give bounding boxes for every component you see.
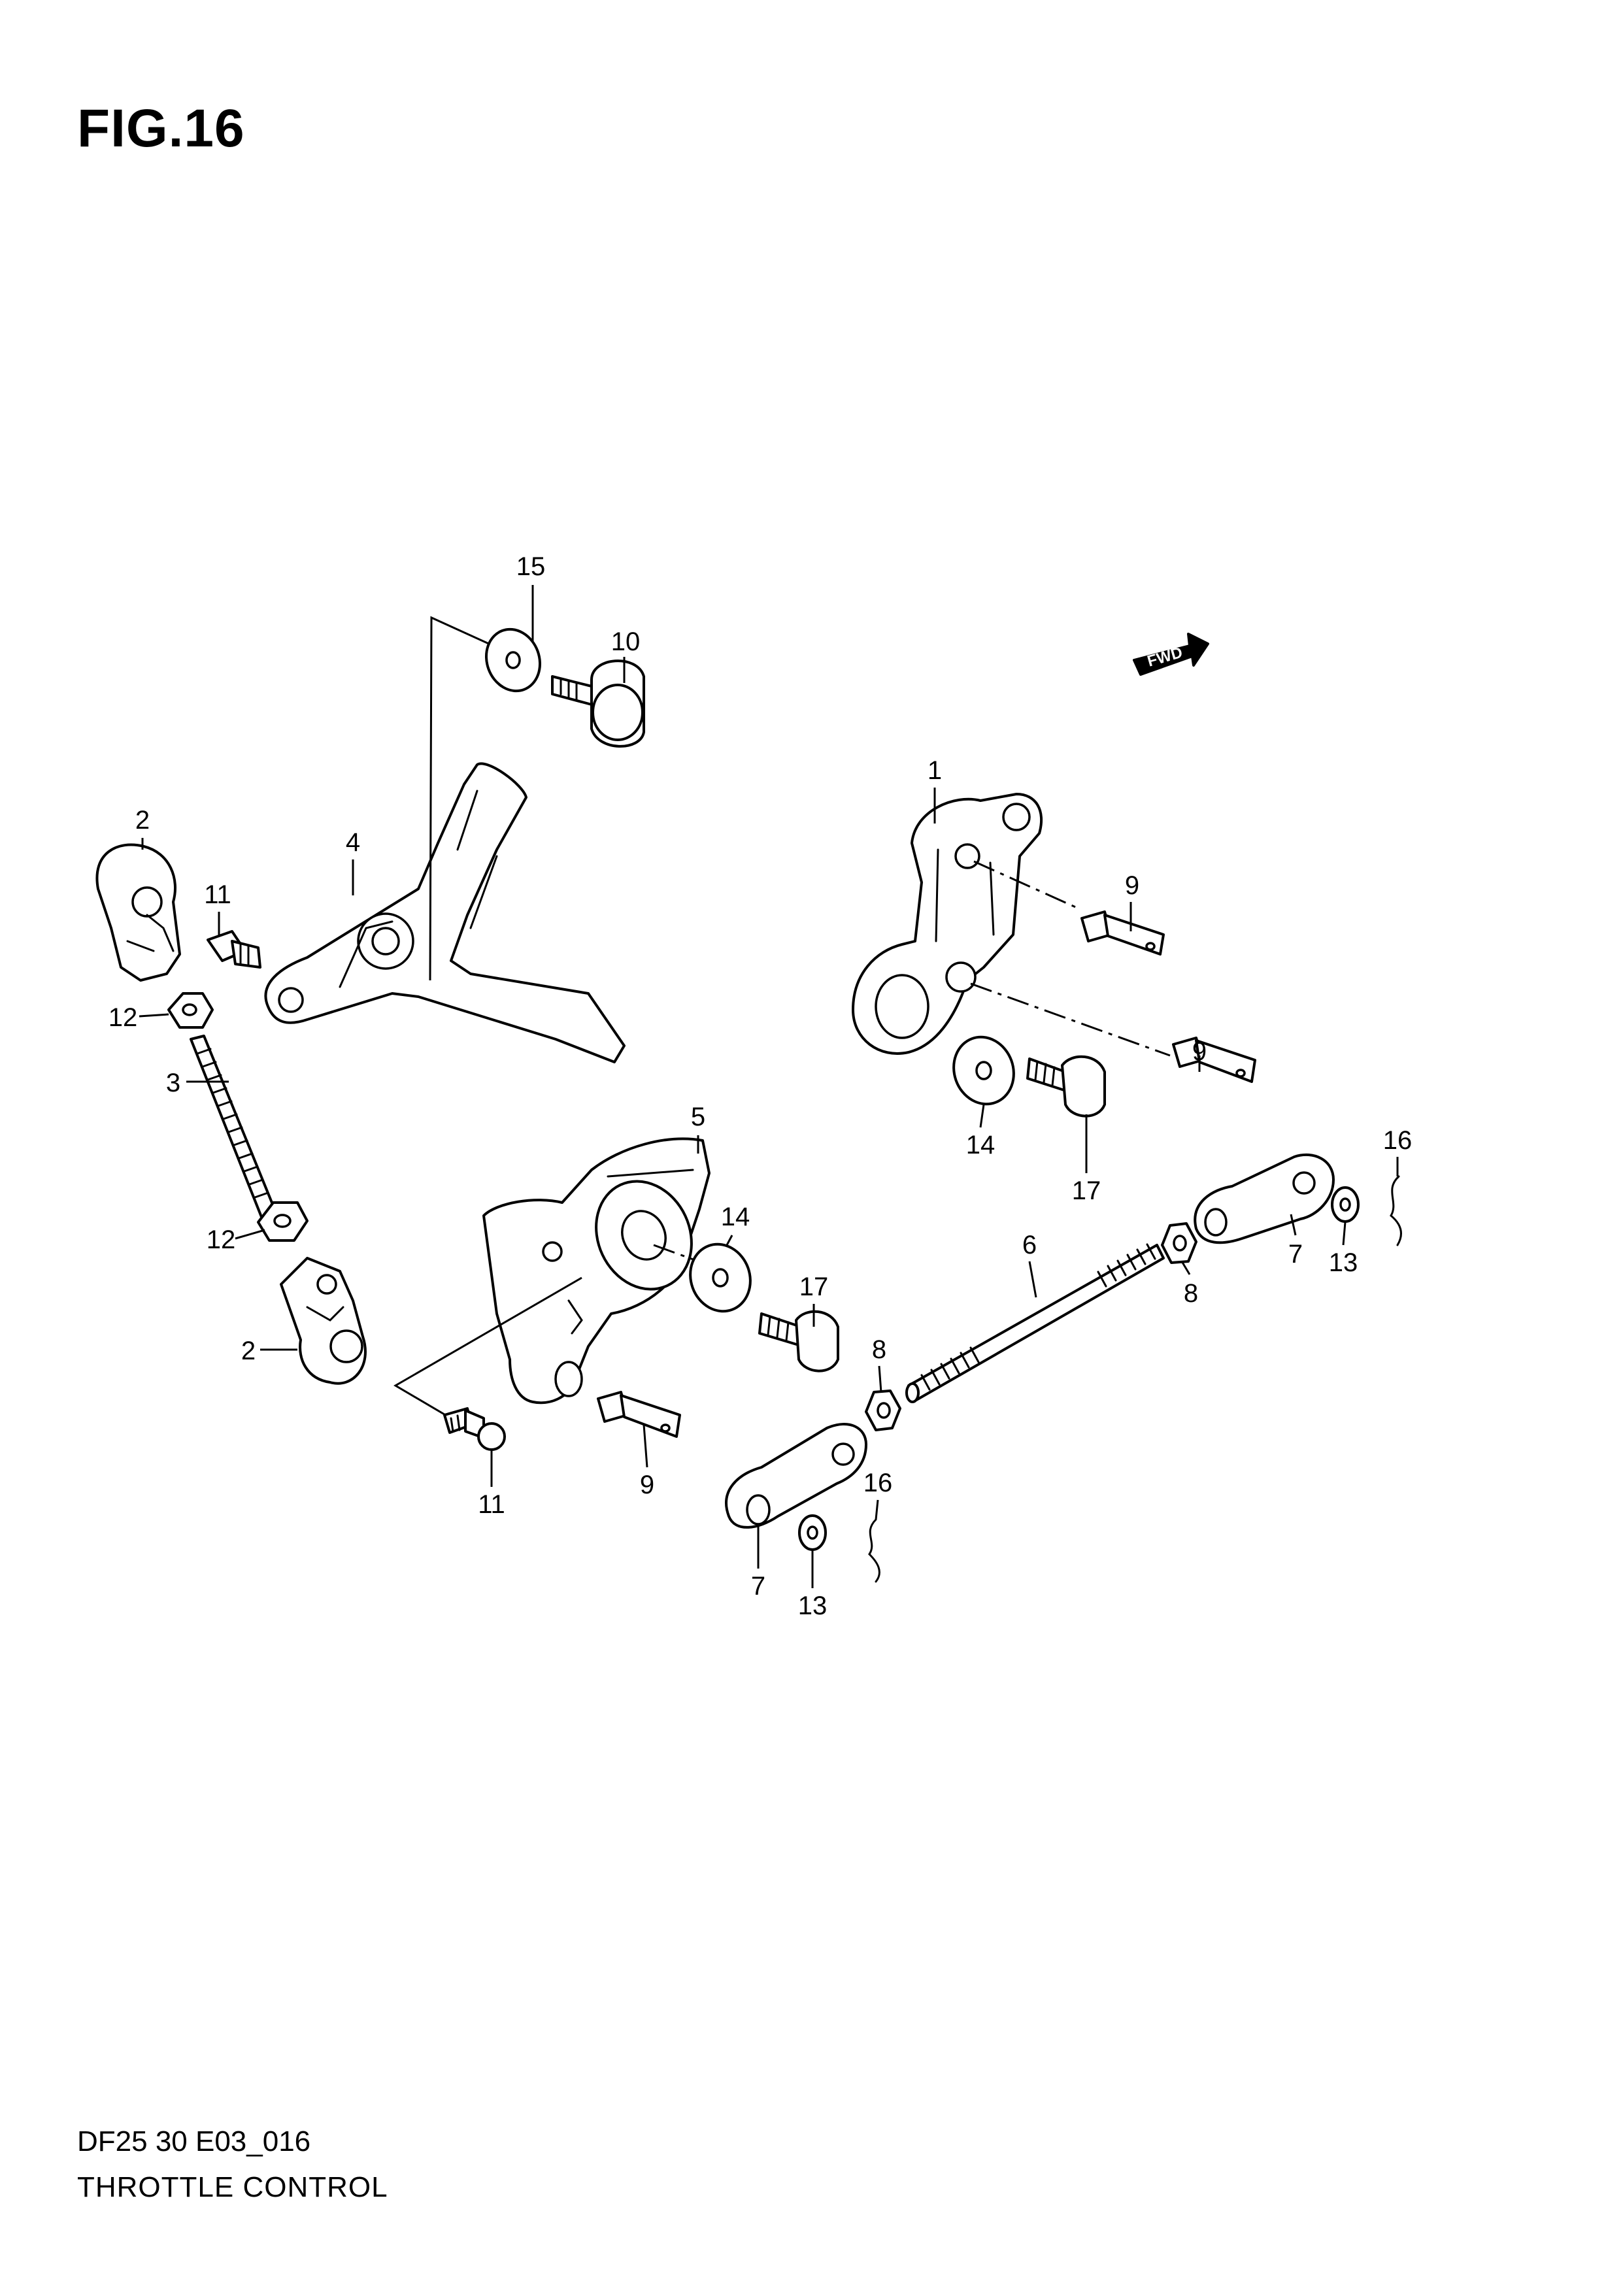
part-16-clip-lower [868,1518,880,1583]
callout-14-lower: 14 [721,1203,750,1231]
callout-9-upper: 9 [1125,871,1139,900]
part-5-bracket [482,1137,711,1405]
callout-12-upper: 12 [109,1003,138,1032]
part-17-bolt-lower [758,1310,839,1373]
axis-line-lower [970,982,1171,1057]
assembly-guide-line [429,616,490,981]
callout-2-upper: 2 [135,806,150,835]
part-10-bolt [551,659,645,748]
part-7-rod-end-upper [1194,1153,1335,1244]
axis-line-part-5 [653,1244,726,1273]
part-12-nut-upper [167,992,214,1029]
callout-13-lower: 13 [798,1591,828,1620]
part-16-clip-upper [1390,1175,1402,1246]
part-1-bracket [852,793,1043,1055]
guide-line-part-11 [393,1276,582,1420]
part-4-lever [264,762,626,1063]
part-13-washer-upper [1331,1186,1360,1223]
callout-9-lower: 9 [640,1471,654,1499]
part-8-nut-lower [865,1389,901,1431]
callout-14-upper: 14 [966,1131,996,1159]
callout-10: 10 [611,627,641,656]
part-8-nut-upper [1161,1222,1197,1264]
part-13-washer-lower [798,1514,827,1551]
callout-5: 5 [691,1103,705,1131]
figure-title: FIG.16 [77,99,245,158]
callout-8-upper: 8 [1184,1279,1198,1308]
callout-12-lower: 12 [207,1225,236,1254]
figure-name: THROTTLE CONTROL [77,2171,388,2203]
callout-4: 4 [346,828,360,857]
callout-16-lower: 16 [863,1469,893,1497]
part-6-threaded-rod [905,1243,1165,1403]
part-2-rod-end-lower [280,1257,367,1385]
axis-line-upper [973,860,1079,910]
callout-17-upper: 17 [1072,1176,1101,1205]
callout-11-lower: 11 [478,1490,505,1519]
part-9-pin-middle [1172,1037,1256,1083]
part-12-nut-lower [257,1201,309,1242]
part-15-washer [484,627,542,693]
part-14-washer-upper [952,1035,1015,1106]
callout-15: 15 [516,552,546,581]
callout-labels: 15 10 1 2 4 11 12 3 9 9 14 17 16 5 14 12… [109,552,1413,1620]
part-3-threaded-rod [190,1035,276,1218]
callout-6: 6 [1022,1231,1037,1259]
callout-11-upper: 11 [204,880,231,909]
callout-2-lower: 2 [241,1337,256,1365]
callout-1: 1 [928,756,942,785]
part-7-rod-end-lower [725,1423,867,1529]
callout-13-upper: 13 [1329,1248,1358,1277]
part-2-rod-end-upper [95,843,181,982]
part-9-pin-upper [1080,910,1165,956]
callout-7-lower: 7 [751,1572,765,1601]
leader-lines [139,585,1399,1588]
part-11-ball-stud-upper [207,930,261,969]
part-9-pin-lower [597,1391,681,1438]
callout-9-middle: 9 [1192,1037,1207,1066]
fwd-arrow-icon: FWD [1133,633,1209,676]
callout-3: 3 [166,1069,180,1097]
callout-8-lower: 8 [872,1335,886,1364]
part-14-washer-lower [689,1242,752,1313]
part-11-ball-stud-lower [443,1407,506,1451]
callout-7-upper: 7 [1288,1240,1303,1269]
callout-16-upper: 16 [1383,1126,1413,1155]
part-17-bolt-upper [1026,1055,1106,1118]
callout-17-lower: 17 [799,1273,829,1301]
figure-code: DF25 30 E03_016 [77,2125,311,2157]
